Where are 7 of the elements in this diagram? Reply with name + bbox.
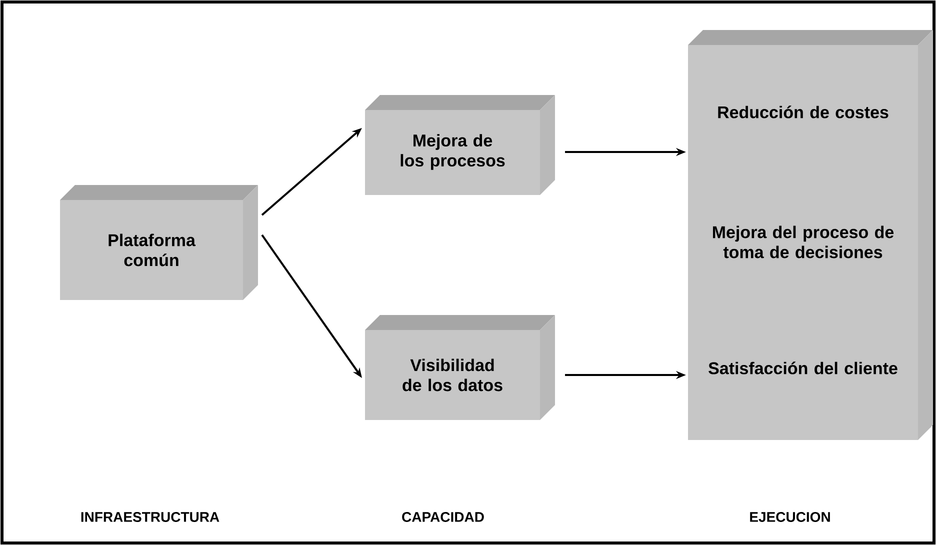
column-label: CAPACIDAD xyxy=(402,512,484,522)
box: Visibilidad de los datos xyxy=(365,314,555,420)
box: Reducción de costes Mejora del proceso de toma de decisiones Satisfacción del cliente xyxy=(688,30,933,440)
box: Mejora de los procesos xyxy=(365,95,555,195)
column-label: EJECUCION xyxy=(750,512,830,522)
box: Plataforma común xyxy=(60,185,258,300)
column-label: INFRAESTRUCTURA xyxy=(81,512,220,522)
